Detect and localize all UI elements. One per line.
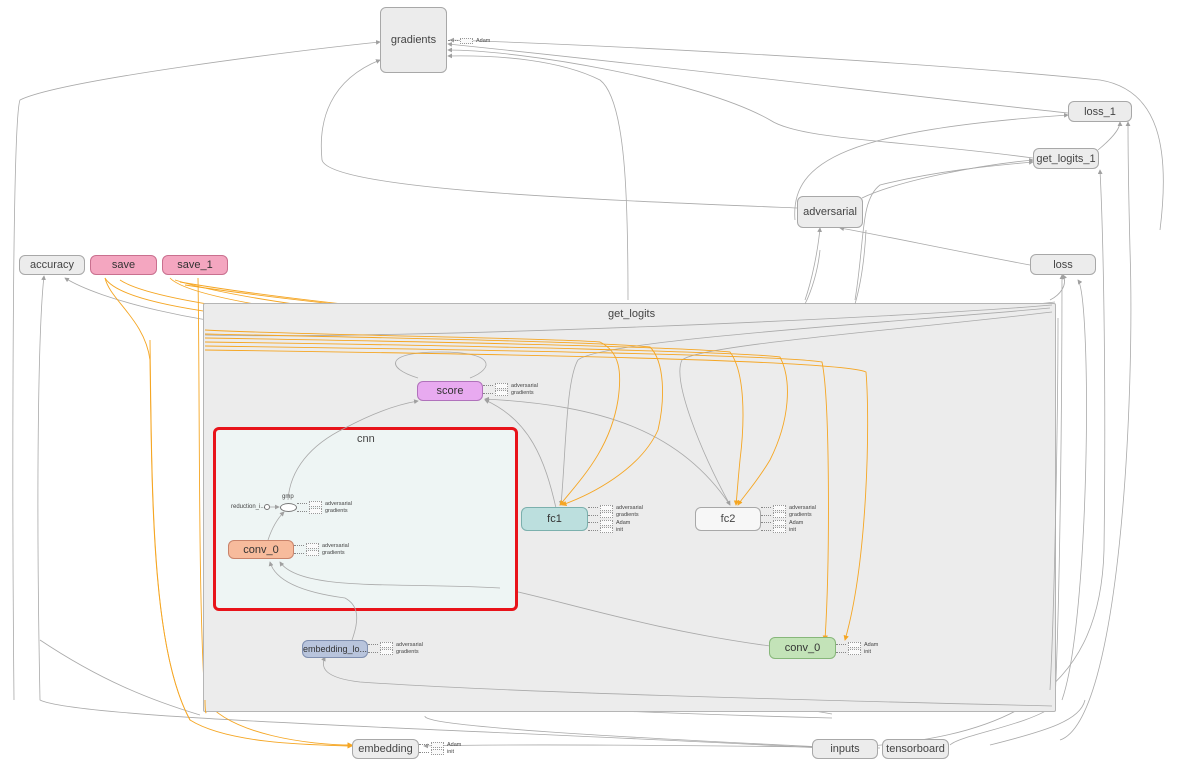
fc2-annotation: adversarial gradients Adam init xyxy=(761,504,816,534)
tensorboard-node[interactable]: tensorboard xyxy=(882,739,949,759)
edge-getlogits1-gradients xyxy=(447,47,1034,159)
gmp-label: gmp xyxy=(282,494,294,500)
conv-0-inner-node[interactable]: conv_0 xyxy=(228,540,294,559)
edge-getlogits-gradients xyxy=(447,53,629,301)
accuracy-node[interactable]: accuracy xyxy=(19,255,85,275)
cnn-title: cnn xyxy=(357,433,375,445)
embedding-lookup-node[interactable]: embedding_lo... xyxy=(302,640,368,658)
gradients-node[interactable]: gradients xyxy=(380,7,447,73)
adversarial-node[interactable]: adversarial xyxy=(797,196,863,228)
embedding-node[interactable]: embedding xyxy=(352,739,419,759)
fc1-annotation: adversarial gradients Adam init xyxy=(588,504,643,534)
loss-node[interactable]: loss xyxy=(1030,254,1096,275)
get-logits-title: get_logits xyxy=(608,308,656,320)
edge-getlogits-adversarial xyxy=(804,227,823,301)
edge-inputs-loss-b xyxy=(1061,279,1087,701)
edge-loss-loss1 xyxy=(794,112,1069,221)
edge-save1-embedding xyxy=(197,277,353,748)
score-node[interactable]: score xyxy=(417,381,483,401)
edge-accuracy-gradients xyxy=(12,40,381,701)
edge-tb-to xyxy=(989,699,1086,746)
edge-getlogits-getlogits1 xyxy=(854,159,1034,301)
edge-bottom-long xyxy=(424,715,837,751)
get-logits-1-node[interactable]: get_logits_1 xyxy=(1033,148,1099,169)
reduction-indices-label: reduction_i... xyxy=(231,504,266,510)
edge-getlogits1-loss1 xyxy=(1097,121,1123,151)
score-annotation: adversarial gradients xyxy=(483,382,538,397)
edge-adv-getlogits1 xyxy=(861,157,1034,199)
edge-inputs-loss xyxy=(1054,274,1065,701)
edge-left-long xyxy=(39,639,201,716)
fc1-node[interactable]: fc1 xyxy=(521,507,588,531)
inputs-node[interactable]: inputs xyxy=(812,739,878,759)
gradients-annotation: Adam xyxy=(448,37,490,45)
edge-fromright-gradients xyxy=(449,37,1164,231)
edge-tb-loss1 xyxy=(1059,121,1132,741)
embedding-lookup-annotation: adversarial gradients xyxy=(368,641,423,656)
reduction-indices-node[interactable] xyxy=(264,504,270,510)
loss-1-node[interactable]: loss_1 xyxy=(1068,101,1132,122)
save-1-node[interactable]: save_1 xyxy=(162,255,228,275)
cnn-group[interactable] xyxy=(213,427,518,611)
edge-loss1-gradients xyxy=(447,42,1069,114)
edge-inputs-getlogits1 xyxy=(839,169,1106,749)
conv-0-inner-annotation: adversarial gradients xyxy=(294,542,349,557)
embedding-annotation: Adam init xyxy=(419,741,461,756)
fc2-node[interactable]: fc2 xyxy=(695,507,761,531)
gmp-annotation: adversarial gradients xyxy=(297,500,352,515)
edge-gradients-adversarial xyxy=(320,59,798,209)
edge-inputs-accuracy xyxy=(37,275,821,749)
conv-0-outer-node[interactable]: conv_0 xyxy=(769,637,836,659)
edge-tb-emb xyxy=(423,743,881,749)
edge-loss-adversarial xyxy=(839,226,1031,266)
save-node[interactable]: save xyxy=(90,255,157,275)
conv-0-outer-annotation: Adam init xyxy=(836,641,878,656)
gmp-node[interactable] xyxy=(280,503,297,512)
